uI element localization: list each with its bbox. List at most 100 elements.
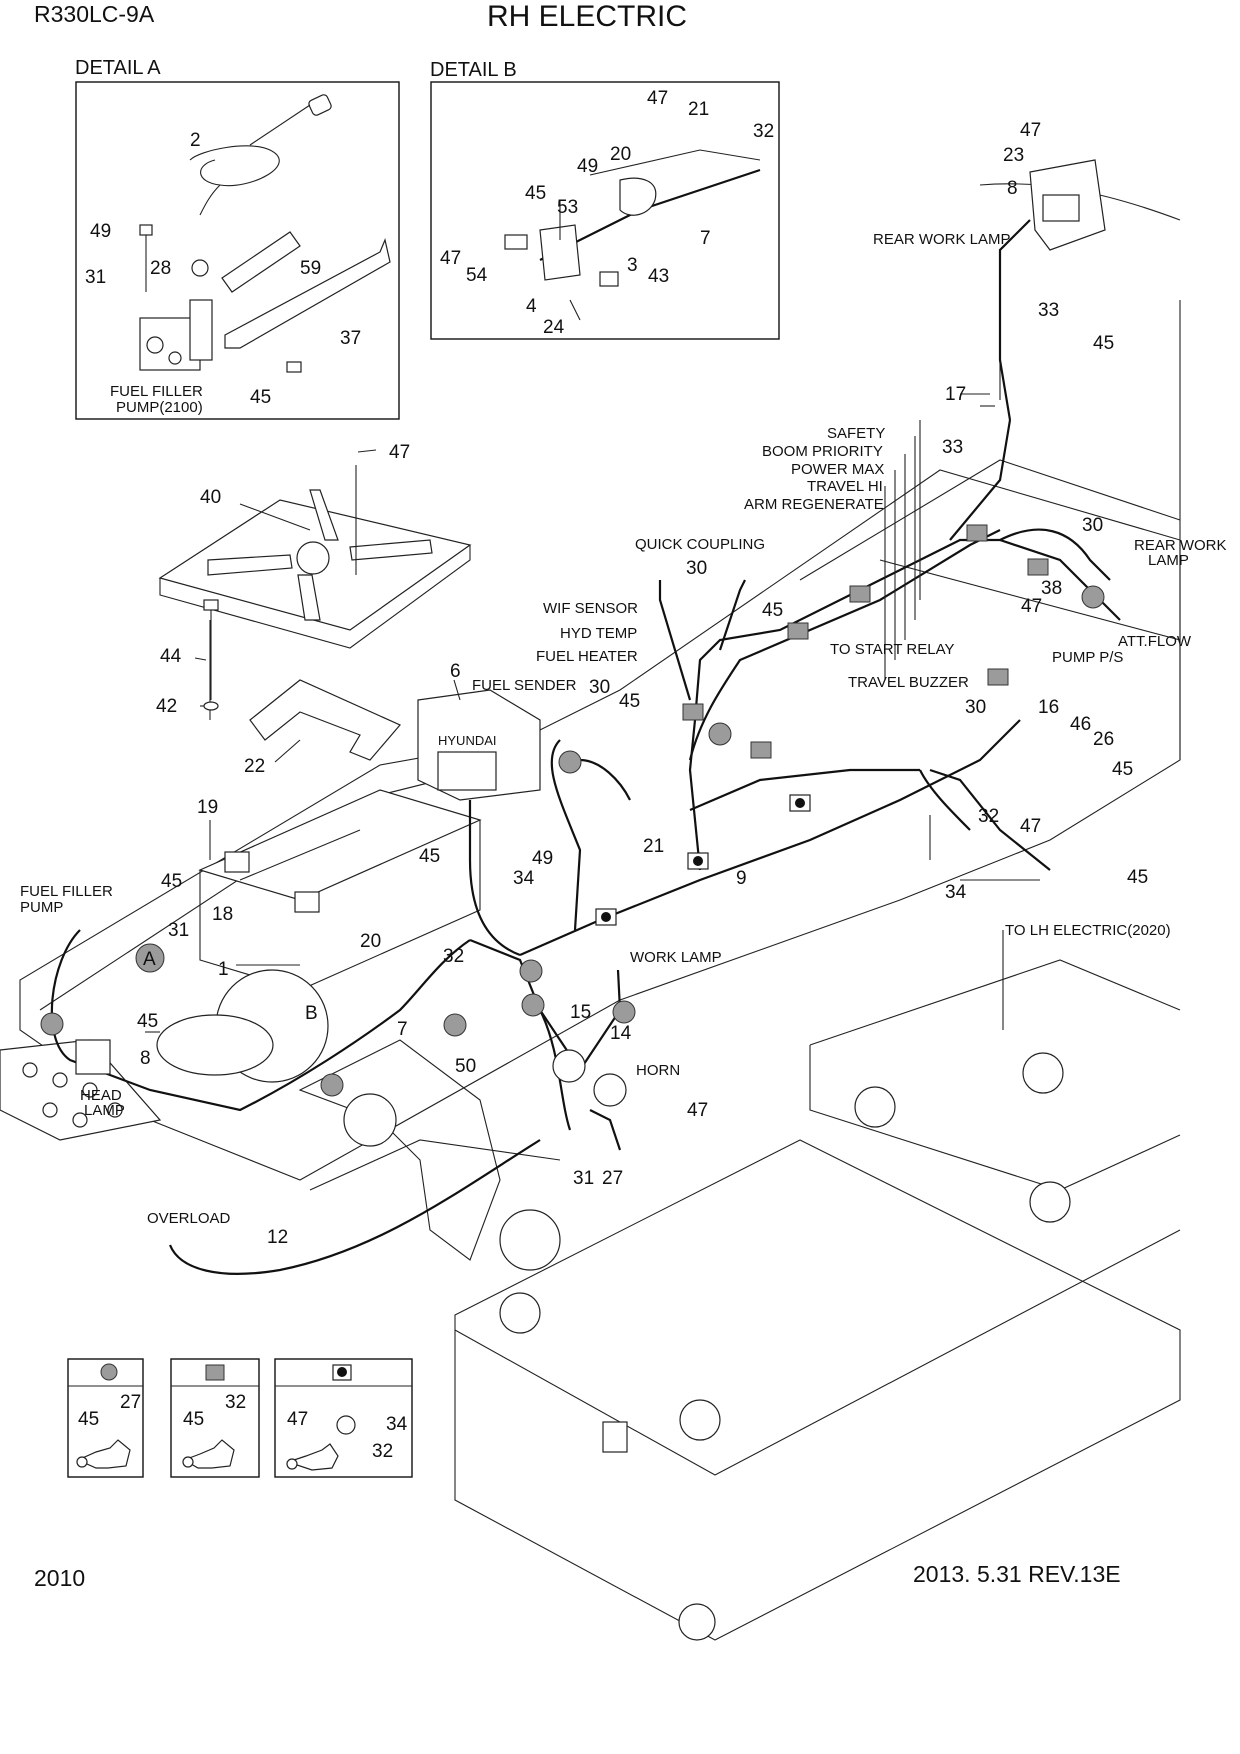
label-rear-work-lamp: REAR WORK LAMP	[873, 231, 1011, 248]
callout: 8	[140, 1048, 151, 1069]
label-to-start-relay: TO START RELAY	[830, 641, 954, 658]
label-fuel-sender: FUEL SENDER	[472, 677, 577, 694]
label-horn: HORN	[636, 1062, 680, 1079]
callout: 47	[389, 442, 410, 463]
date-revision: 2013. 5.31 REV.13E	[913, 1561, 1121, 1587]
label-head-lamp-2: LAMP	[84, 1102, 125, 1119]
detail-a-caption-1: FUEL FILLER	[110, 383, 203, 400]
callout: 47	[647, 88, 668, 109]
callout: 16	[1038, 697, 1059, 718]
callout: 49	[90, 221, 111, 242]
detail-b-panel: DETAIL B 47 21 32 20 49 45 53 7 47 54 3 …	[430, 59, 780, 340]
label-power-max: POWER MAX	[791, 461, 884, 478]
callout: 45	[525, 183, 546, 204]
callout: 53	[557, 197, 578, 218]
callout: 42	[156, 696, 177, 717]
horn-1	[552, 1049, 586, 1083]
label-overload: OVERLOAD	[147, 1210, 231, 1227]
step-plate	[0, 1039, 162, 1141]
legend-part: 27	[120, 1392, 141, 1413]
label-quick-coupling: QUICK COUPLING	[635, 536, 765, 553]
callout: 47	[440, 248, 461, 269]
callout: 17	[945, 384, 966, 405]
legend-grey-circle: 45 27	[67, 1358, 144, 1478]
callout: 4	[526, 296, 537, 317]
callout: 59	[300, 258, 321, 279]
callout: 45	[619, 691, 640, 712]
callout: 14	[610, 1023, 632, 1044]
callout: 32	[753, 121, 774, 142]
callout: 20	[360, 931, 381, 952]
callout: 26	[1093, 729, 1114, 750]
callout: 30	[686, 558, 707, 579]
callout: 12	[267, 1227, 288, 1248]
model-label: R330LC-9A	[34, 1, 155, 27]
labels: REAR WORK LAMP SAFETY BOOM PRIORITY POWE…	[20, 231, 1227, 1227]
callout: 44	[160, 646, 182, 667]
callout: 45	[250, 387, 271, 408]
callout: 15	[570, 1002, 591, 1023]
label-att-flow-2: PUMP P/S	[1052, 649, 1123, 666]
callout: 34	[513, 868, 535, 889]
callout: 24	[543, 317, 565, 338]
callout: 45	[1093, 333, 1114, 354]
callout: 30	[589, 677, 610, 698]
legend-black-dot-square: 47 34 32	[274, 1358, 413, 1478]
callout: 2	[190, 130, 201, 151]
callout: 32	[443, 946, 464, 967]
callout: 45	[161, 871, 182, 892]
page-number: 2010	[34, 1565, 85, 1591]
batteries	[198, 789, 482, 991]
detail-a-caption-2: PUMP(2100)	[116, 399, 203, 416]
callout: 34	[945, 882, 967, 903]
callout: 30	[965, 697, 986, 718]
callout: 6	[450, 661, 461, 682]
callout: 32	[978, 806, 999, 827]
callout: 54	[466, 265, 488, 286]
callout: 45	[1127, 867, 1148, 888]
lower-frame	[454, 959, 1181, 1641]
label-rear-work-lamp-right-1: REAR WORK	[1134, 537, 1227, 554]
harness	[40, 219, 1121, 1275]
callout: 45	[419, 846, 440, 867]
callout: 37	[340, 328, 361, 349]
callout: 49	[532, 848, 553, 869]
callout: 47	[1020, 816, 1041, 837]
bracket-22	[249, 679, 401, 761]
label-arm-regenerate: ARM REGENERATE	[744, 496, 884, 513]
legend-part: 47	[287, 1409, 308, 1430]
callout: 8	[1007, 178, 1018, 199]
horn-2	[593, 1073, 627, 1107]
brand-label: HYUNDAI	[438, 733, 497, 748]
controller: HYUNDAI	[417, 689, 541, 801]
label-att-flow-1: ATT.FLOW	[1118, 633, 1192, 650]
callout: 46	[1070, 714, 1091, 735]
main-callouts: 47 23 8 33 45 17 33 30 38 47 30 45 30 45…	[137, 120, 1148, 1248]
callout: 31	[573, 1168, 594, 1189]
letter-b-label: B	[305, 1003, 318, 1024]
label-boom-priority: BOOM PRIORITY	[762, 443, 883, 460]
boom-foot	[215, 969, 561, 1271]
callout: 28	[150, 258, 171, 279]
callout: 3	[627, 255, 638, 276]
legend-part: 45	[183, 1409, 204, 1430]
callout: 22	[244, 756, 265, 777]
callout: 19	[197, 797, 218, 818]
callout: 1	[218, 959, 229, 980]
legend-part: 34	[386, 1414, 408, 1435]
label-work-lamp: WORK LAMP	[630, 949, 722, 966]
label-hyd-temp: HYD TEMP	[560, 625, 637, 642]
callout: 30	[1082, 515, 1103, 536]
label-safety: SAFETY	[827, 425, 885, 442]
callout: 27	[602, 1168, 623, 1189]
callout: 40	[200, 487, 221, 508]
tank-cover	[158, 465, 472, 649]
callout: 20	[610, 144, 631, 165]
head-lamp	[75, 1039, 111, 1075]
legend-part: 45	[78, 1409, 99, 1430]
legend-part: 32	[225, 1392, 246, 1413]
callout: 33	[942, 437, 963, 458]
callout: 21	[643, 836, 664, 857]
callout: 43	[648, 266, 669, 287]
